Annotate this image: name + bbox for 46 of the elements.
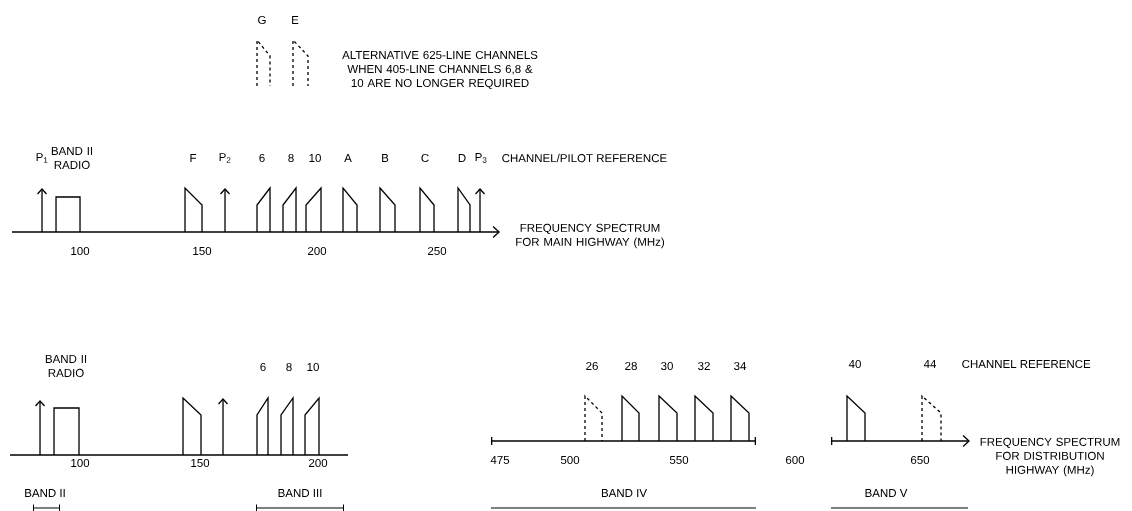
pilot-label: P$_{3}$ xyxy=(475,153,487,163)
pilot-label: P$_{2}$ xyxy=(219,153,231,163)
channel-label: 10 xyxy=(307,362,319,372)
channel-label: A xyxy=(344,154,352,162)
channel-label: C xyxy=(421,153,429,163)
band-label: BAND V xyxy=(865,489,908,497)
channel-label: F xyxy=(190,154,197,162)
tick-label: 600 xyxy=(786,455,805,465)
channel-label: 32 xyxy=(698,361,710,371)
tick-label: 150 xyxy=(193,246,212,256)
axis-title: FREQUENCY SPECTRUM FOR MAIN HIGHWAY (MHz) xyxy=(516,223,665,249)
channel-label: 26 xyxy=(586,361,598,371)
channel-label: B xyxy=(382,154,389,162)
channel-label: G xyxy=(258,15,266,25)
channel-label: 44 xyxy=(923,360,937,368)
channel-label: E xyxy=(292,16,299,24)
tick-label: 100 xyxy=(71,246,90,256)
pilot-label: P$_{1}$ xyxy=(36,153,48,163)
band-label: BAND II RADIO xyxy=(51,147,93,169)
band-label: BAND IV xyxy=(601,489,647,497)
row-title: CHANNEL REFERENCE xyxy=(962,359,1091,369)
axis-title: FREQUENCY SPECTRUM FOR DISTRIBUTION HIGHWAY (MHz) xyxy=(980,437,1120,477)
band-label: BAND II RADIO xyxy=(45,355,87,377)
tick-label: 650 xyxy=(911,455,930,465)
channel-label: 28 xyxy=(625,361,637,371)
tick-label: 200 xyxy=(309,458,328,468)
note-text: ALTERNATIVE 625-LINE CHANNELS WHEN 405-LINE CHANNELS 6,8 & 10 ARE NO LONGER REQUIRED xyxy=(342,50,538,90)
tick-label: 150 xyxy=(191,458,210,468)
band-label: BAND II xyxy=(25,489,65,497)
channel-label: D xyxy=(458,154,466,162)
tick-label: 500 xyxy=(560,455,580,465)
channel-label: 40 xyxy=(848,359,861,369)
channel-label: 30 xyxy=(661,361,673,371)
channel-label: 34 xyxy=(734,361,747,371)
tick-label: 550 xyxy=(669,455,689,465)
channel-label: 8 xyxy=(288,153,294,163)
channel-label: 10 xyxy=(309,153,321,163)
channel-label: 6 xyxy=(259,153,265,163)
tick-label: 250 xyxy=(428,246,447,256)
row-title: CHANNEL/PILOT REFERENCE xyxy=(502,153,667,163)
channel-label: 6 xyxy=(260,362,266,372)
tick-label: 100 xyxy=(71,458,90,468)
tick-label: 200 xyxy=(308,246,327,256)
channel-label: 8 xyxy=(286,362,292,372)
tick-label: 475 xyxy=(490,456,510,464)
band-label: BAND III xyxy=(278,489,322,497)
